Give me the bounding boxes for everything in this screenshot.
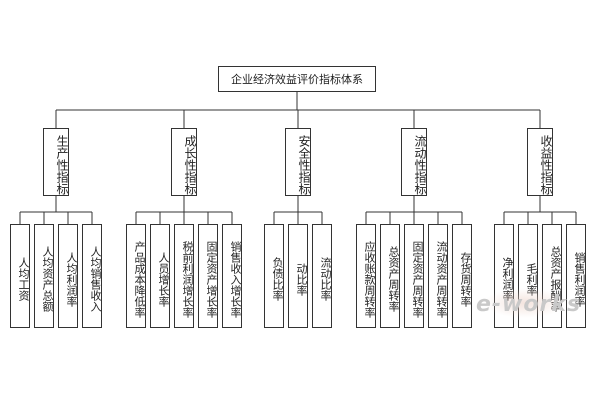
- category-label: 成长性指标: [183, 135, 197, 195]
- indicator-node: 动比率: [288, 224, 308, 328]
- indicator-label: 毛利率: [525, 262, 538, 296]
- indicator-node: 产品成本降低率: [126, 224, 146, 328]
- watermark-logo: e-works: [476, 292, 582, 317]
- watermark-glow: [483, 288, 567, 318]
- category-label: 流动性指标: [413, 135, 427, 195]
- indicator-label: 人员增长率: [157, 251, 170, 307]
- indicator-label: 税前利润增长率: [181, 240, 194, 318]
- category-node: 成长性指标: [171, 128, 197, 196]
- root-node-box: 企业经济效益评价指标体系: [218, 66, 376, 92]
- indicator-node: 流动比率: [312, 224, 332, 328]
- indicator-label: 应收账款周转率: [363, 240, 376, 318]
- category-node: 收益性指标: [527, 128, 553, 196]
- indicator-label: 流动资产周转率: [435, 240, 448, 318]
- indicator-label: 产品成本降低率: [133, 240, 146, 318]
- indicator-label: 负债比率: [271, 257, 284, 301]
- indicator-label: 流动比率: [319, 257, 332, 301]
- indicator-node: 税前利润增长率: [174, 224, 194, 328]
- indicator-node: 流动资产周转率: [428, 224, 448, 328]
- indicator-node: 固定资产周转率: [404, 224, 424, 328]
- indicator-node: 人均销售收入: [82, 224, 102, 328]
- root-node-title: 企业经济效益评价指标体系: [231, 73, 363, 86]
- indicator-label: 存货周转率: [459, 251, 472, 307]
- category-node: 生产性指标: [43, 128, 69, 196]
- indicator-label: 销售收入增长率: [229, 240, 242, 318]
- indicator-node: 存货周转率: [452, 224, 472, 328]
- indicator-label: 人均利润率: [65, 251, 78, 307]
- category-node: 流动性指标: [401, 128, 427, 196]
- indicator-label: 固定资产周转率: [411, 240, 424, 318]
- indicator-node: 人均利润率: [58, 224, 78, 328]
- indicator-node: 人均工资: [10, 224, 30, 328]
- indicator-node: 应收账款周转率: [356, 224, 376, 328]
- indicator-node: 人均资产总额: [34, 224, 54, 328]
- indicator-node: 销售收入增长率: [222, 224, 242, 328]
- category-label: 收益性指标: [539, 135, 553, 195]
- category-node: 安全性指标: [285, 128, 311, 196]
- indicator-node: 固定资产增长率: [198, 224, 218, 328]
- indicator-node: 总资产周转率: [380, 224, 400, 328]
- indicator-label: 固定资产增长率: [205, 240, 218, 318]
- indicator-node: 销售利润率: [566, 224, 586, 328]
- indicator-label: 总资产周转率: [387, 246, 400, 312]
- category-label: 生产性指标: [55, 135, 69, 195]
- indicator-label: 销售利润率: [573, 251, 586, 307]
- indicator-label: 动比率: [295, 262, 308, 296]
- category-label: 安全性指标: [297, 135, 311, 195]
- indicator-label: 人均工资: [17, 257, 30, 301]
- indicator-label: 人均资产总额: [41, 246, 54, 312]
- indicator-label: 人均销售收入: [89, 246, 102, 312]
- indicator-node: 人员增长率: [150, 224, 170, 328]
- indicator-node: 负债比率: [264, 224, 284, 328]
